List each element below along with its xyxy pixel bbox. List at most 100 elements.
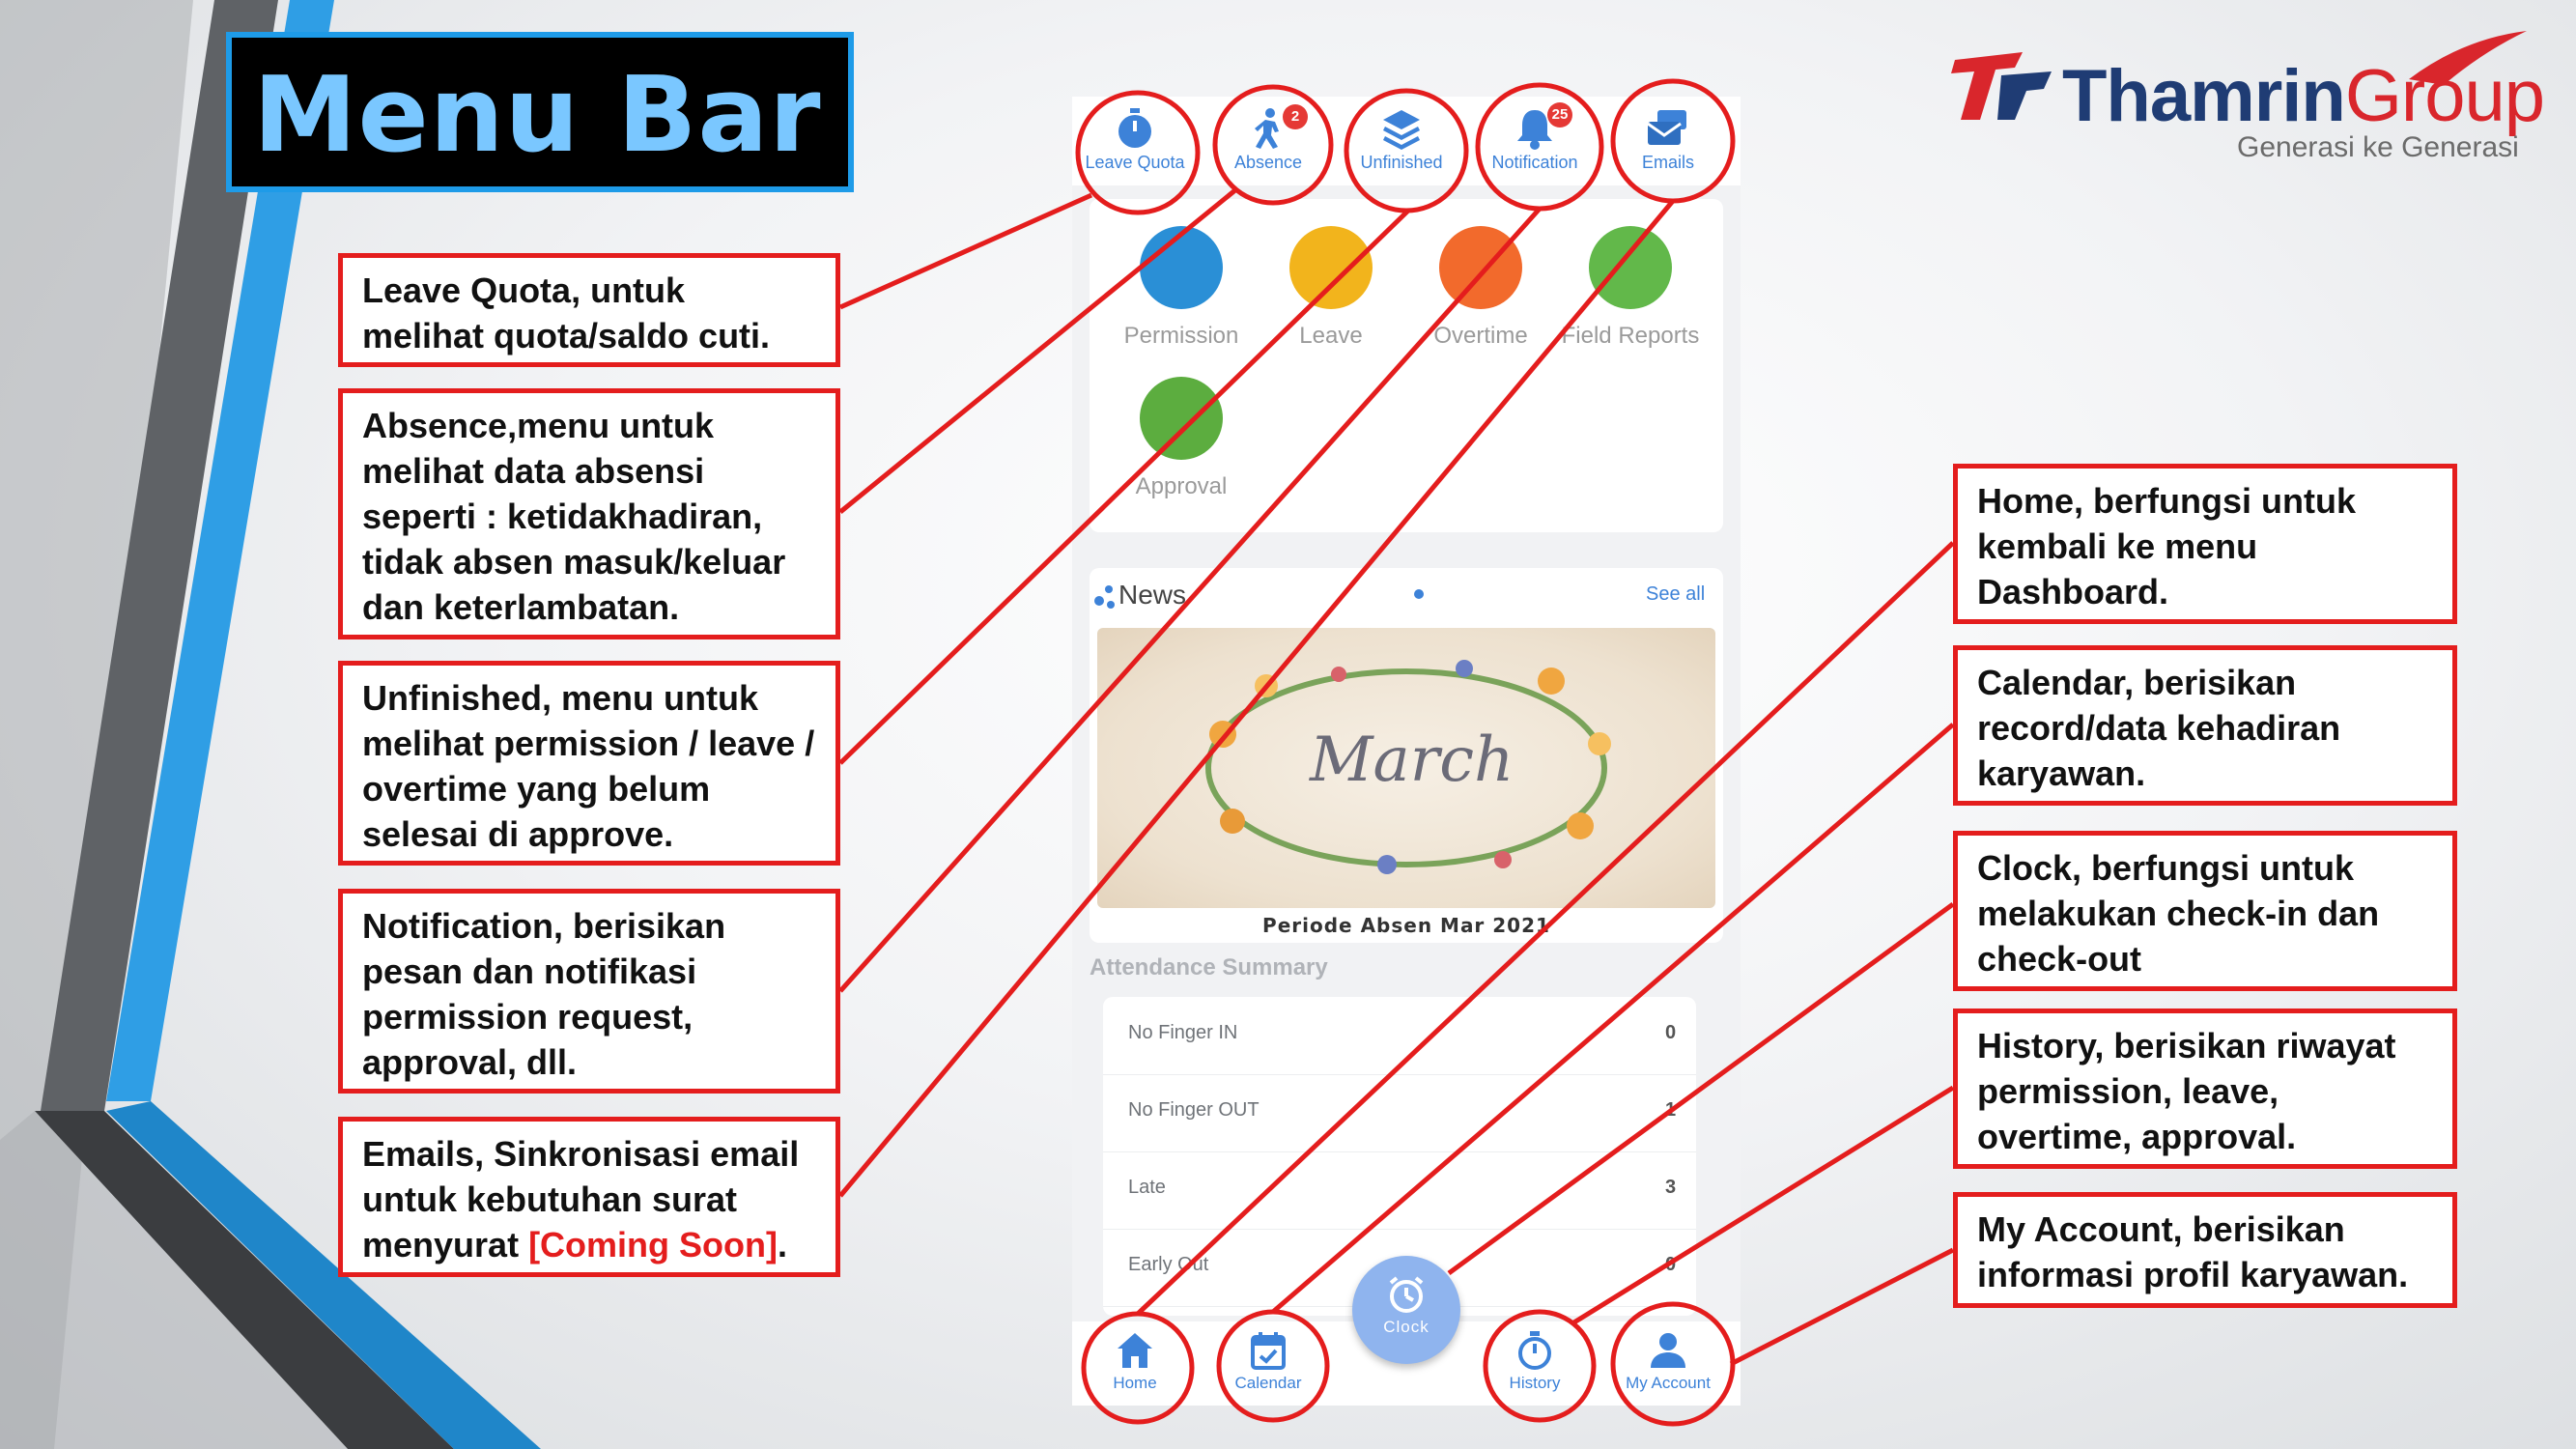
slide-title-box: Menu Bar — [226, 32, 854, 192]
attendance-label: No Finger OUT — [1128, 1099, 1260, 1121]
callout-unfinished: Unfinished, menu untuk melihat permissio… — [338, 661, 840, 866]
stopwatch-icon — [1118, 108, 1151, 148]
phone-screen: Leave Quota Absence 2 Unfinished Notific… — [1072, 97, 1741, 1406]
callout-clock: Clock, berfungsi untuk melakukan check-i… — [1953, 831, 2457, 991]
menu-label: Leave — [1299, 323, 1363, 349]
callout-leave-quota: Leave Quota, untuk melihat quota/saldo c… — [338, 253, 840, 367]
top-menu-absence[interactable]: Absence 2 — [1205, 104, 1331, 184]
callout-text: Absence,menu untuk melihat data absensi … — [362, 406, 786, 627]
news-caption: Periode Absen Mar 2021 — [1262, 914, 1550, 937]
overtime-icon — [1439, 226, 1522, 309]
callout-text: Home, berfungsi untuk kembali ke menu Da… — [1977, 481, 2357, 611]
attendance-title: Attendance Summary — [1090, 954, 1328, 980]
news-dots-icon — [1094, 585, 1115, 609]
menu-label: Field Reports — [1561, 323, 1700, 349]
top-menu-bar: Leave Quota Absence 2 Unfinished Notific… — [1072, 97, 1741, 185]
thumbs-up-icon — [1140, 377, 1223, 460]
absence-badge: 2 — [1283, 104, 1308, 129]
callout-text: Clock, berfungsi untuk melakukan check-i… — [1977, 848, 2380, 979]
callout-home: Home, berfungsi untuk kembali ke menu Da… — [1953, 464, 2457, 624]
bottom-menu-label: Calendar — [1234, 1374, 1302, 1392]
callout-text: Emails, Sinkronisasi email untuk kebutuh… — [362, 1134, 800, 1264]
logo-brand: Thamrin — [2062, 55, 2346, 137]
see-all-link[interactable]: See all — [1646, 583, 1706, 605]
top-menu-notification[interactable]: Notification 25 — [1472, 102, 1598, 184]
callout-absence: Absence,menu untuk melihat data absensi … — [338, 388, 840, 639]
callout-suffix: . — [778, 1225, 788, 1264]
callout-text: History, berisikan riwayat permission, l… — [1977, 1026, 2396, 1156]
layers-icon — [1383, 110, 1420, 150]
menu-overtime[interactable]: Overtime — [1408, 226, 1553, 350]
attendance-label: Late — [1128, 1177, 1166, 1198]
attendance-row[interactable]: No Finger OUT 1 — [1103, 1074, 1696, 1152]
callout-text: Leave Quota, untuk melihat quota/saldo c… — [362, 270, 771, 355]
attendance-row[interactable]: Late 3 — [1103, 1151, 1696, 1230]
callout-my-account: My Account, berisikan informasi profil k… — [1953, 1192, 2457, 1308]
attendance-value: 3 — [1665, 1177, 1677, 1198]
top-menu-leave-quota[interactable]: Leave Quota — [1072, 106, 1198, 184]
top-menu-emails[interactable]: Emails — [1605, 106, 1731, 184]
slide-title: Menu Bar — [253, 55, 822, 176]
attendance-label: No Finger IN — [1128, 1022, 1238, 1043]
menu-approval[interactable]: Approval — [1109, 377, 1254, 500]
logo-tagline: Generasi ke Generasi — [2237, 131, 2519, 163]
menu-label: Approval — [1135, 473, 1228, 499]
news-title: News — [1118, 580, 1187, 610]
history-icon — [1518, 1331, 1551, 1370]
emails-icon — [1647, 110, 1686, 145]
logo-group: Group — [2344, 55, 2545, 137]
attendance-label: Early Out — [1128, 1254, 1209, 1275]
clock-label: Clock — [1383, 1318, 1430, 1336]
bottom-menu-label: Home — [1113, 1374, 1157, 1392]
home-icon — [1118, 1333, 1152, 1368]
bottom-menu-label: History — [1509, 1374, 1561, 1392]
clock-icon — [1389, 1276, 1424, 1313]
top-menu-label: Unfinished — [1360, 153, 1443, 172]
leave-icon — [1289, 226, 1373, 309]
top-menu-label: Emails — [1641, 153, 1694, 172]
callout-emails: Emails, Sinkronisasi email untuk kebutuh… — [338, 1117, 840, 1277]
top-menu-label: Notification — [1491, 153, 1578, 172]
callout-text: Notification, berisikan pesan dan notifi… — [362, 906, 726, 1082]
notification-badge: 25 — [1547, 102, 1572, 128]
thamrin-group-logo: ThamrinGroup Generasi ke Generasi — [1951, 29, 2545, 174]
map-icon — [1589, 226, 1672, 309]
coming-soon-label: [Coming Soon] — [528, 1225, 778, 1264]
attendance-value: 0 — [1665, 1254, 1677, 1275]
logo-swoosh-icon — [2409, 31, 2527, 85]
bottom-menu-history[interactable]: History — [1472, 1329, 1598, 1393]
menu-permission[interactable]: Permission — [1109, 226, 1254, 350]
news-card: News See all March Periode Absen Mar 202… — [1090, 568, 1723, 943]
callout-text: Calendar, berisikan record/data kehadira… — [1977, 663, 2341, 793]
clock-button[interactable]: Clock — [1352, 1256, 1460, 1364]
bottom-menu-calendar[interactable]: Calendar — [1205, 1329, 1331, 1393]
bottom-menu-label: My Account — [1626, 1374, 1711, 1392]
bottom-menu-my-account[interactable]: My Account — [1605, 1329, 1731, 1393]
main-menu-card: Permission Leave Overtime Field Reports … — [1090, 199, 1723, 532]
calendar-icon — [1251, 1332, 1286, 1370]
callout-notification: Notification, berisikan pesan dan notifi… — [338, 889, 840, 1094]
callout-calendar: Calendar, berisikan record/data kehadira… — [1953, 645, 2457, 806]
callout-history: History, berisikan riwayat permission, l… — [1953, 1009, 2457, 1169]
account-icon — [1651, 1333, 1685, 1368]
attendance-row[interactable]: No Finger IN 0 — [1103, 997, 1696, 1075]
callout-text: My Account, berisikan informasi profil k… — [1977, 1209, 2409, 1294]
menu-label: Permission — [1123, 323, 1239, 349]
attendance-value: 1 — [1665, 1099, 1677, 1121]
menu-label: Overtime — [1433, 323, 1528, 349]
menu-field-reports[interactable]: Field Reports — [1558, 226, 1703, 350]
logo-wordmark: ThamrinGroup — [2062, 54, 2545, 138]
banner-text: March — [1310, 724, 1514, 796]
top-menu-unfinished[interactable]: Unfinished — [1339, 106, 1464, 184]
attendance-value: 0 — [1665, 1022, 1677, 1043]
permission-icon — [1140, 226, 1223, 309]
menu-leave[interactable]: Leave — [1259, 226, 1403, 350]
callout-text: Unfinished, menu untuk melihat permissio… — [362, 678, 815, 854]
top-menu-label: Absence — [1233, 153, 1303, 172]
top-menu-label: Leave Quota — [1085, 153, 1185, 172]
bottom-menu-home[interactable]: Home — [1072, 1329, 1198, 1393]
carousel-indicator[interactable] — [1414, 589, 1424, 599]
logo-mark-icon — [1951, 52, 2052, 120]
news-banner[interactable]: March — [1097, 628, 1715, 908]
